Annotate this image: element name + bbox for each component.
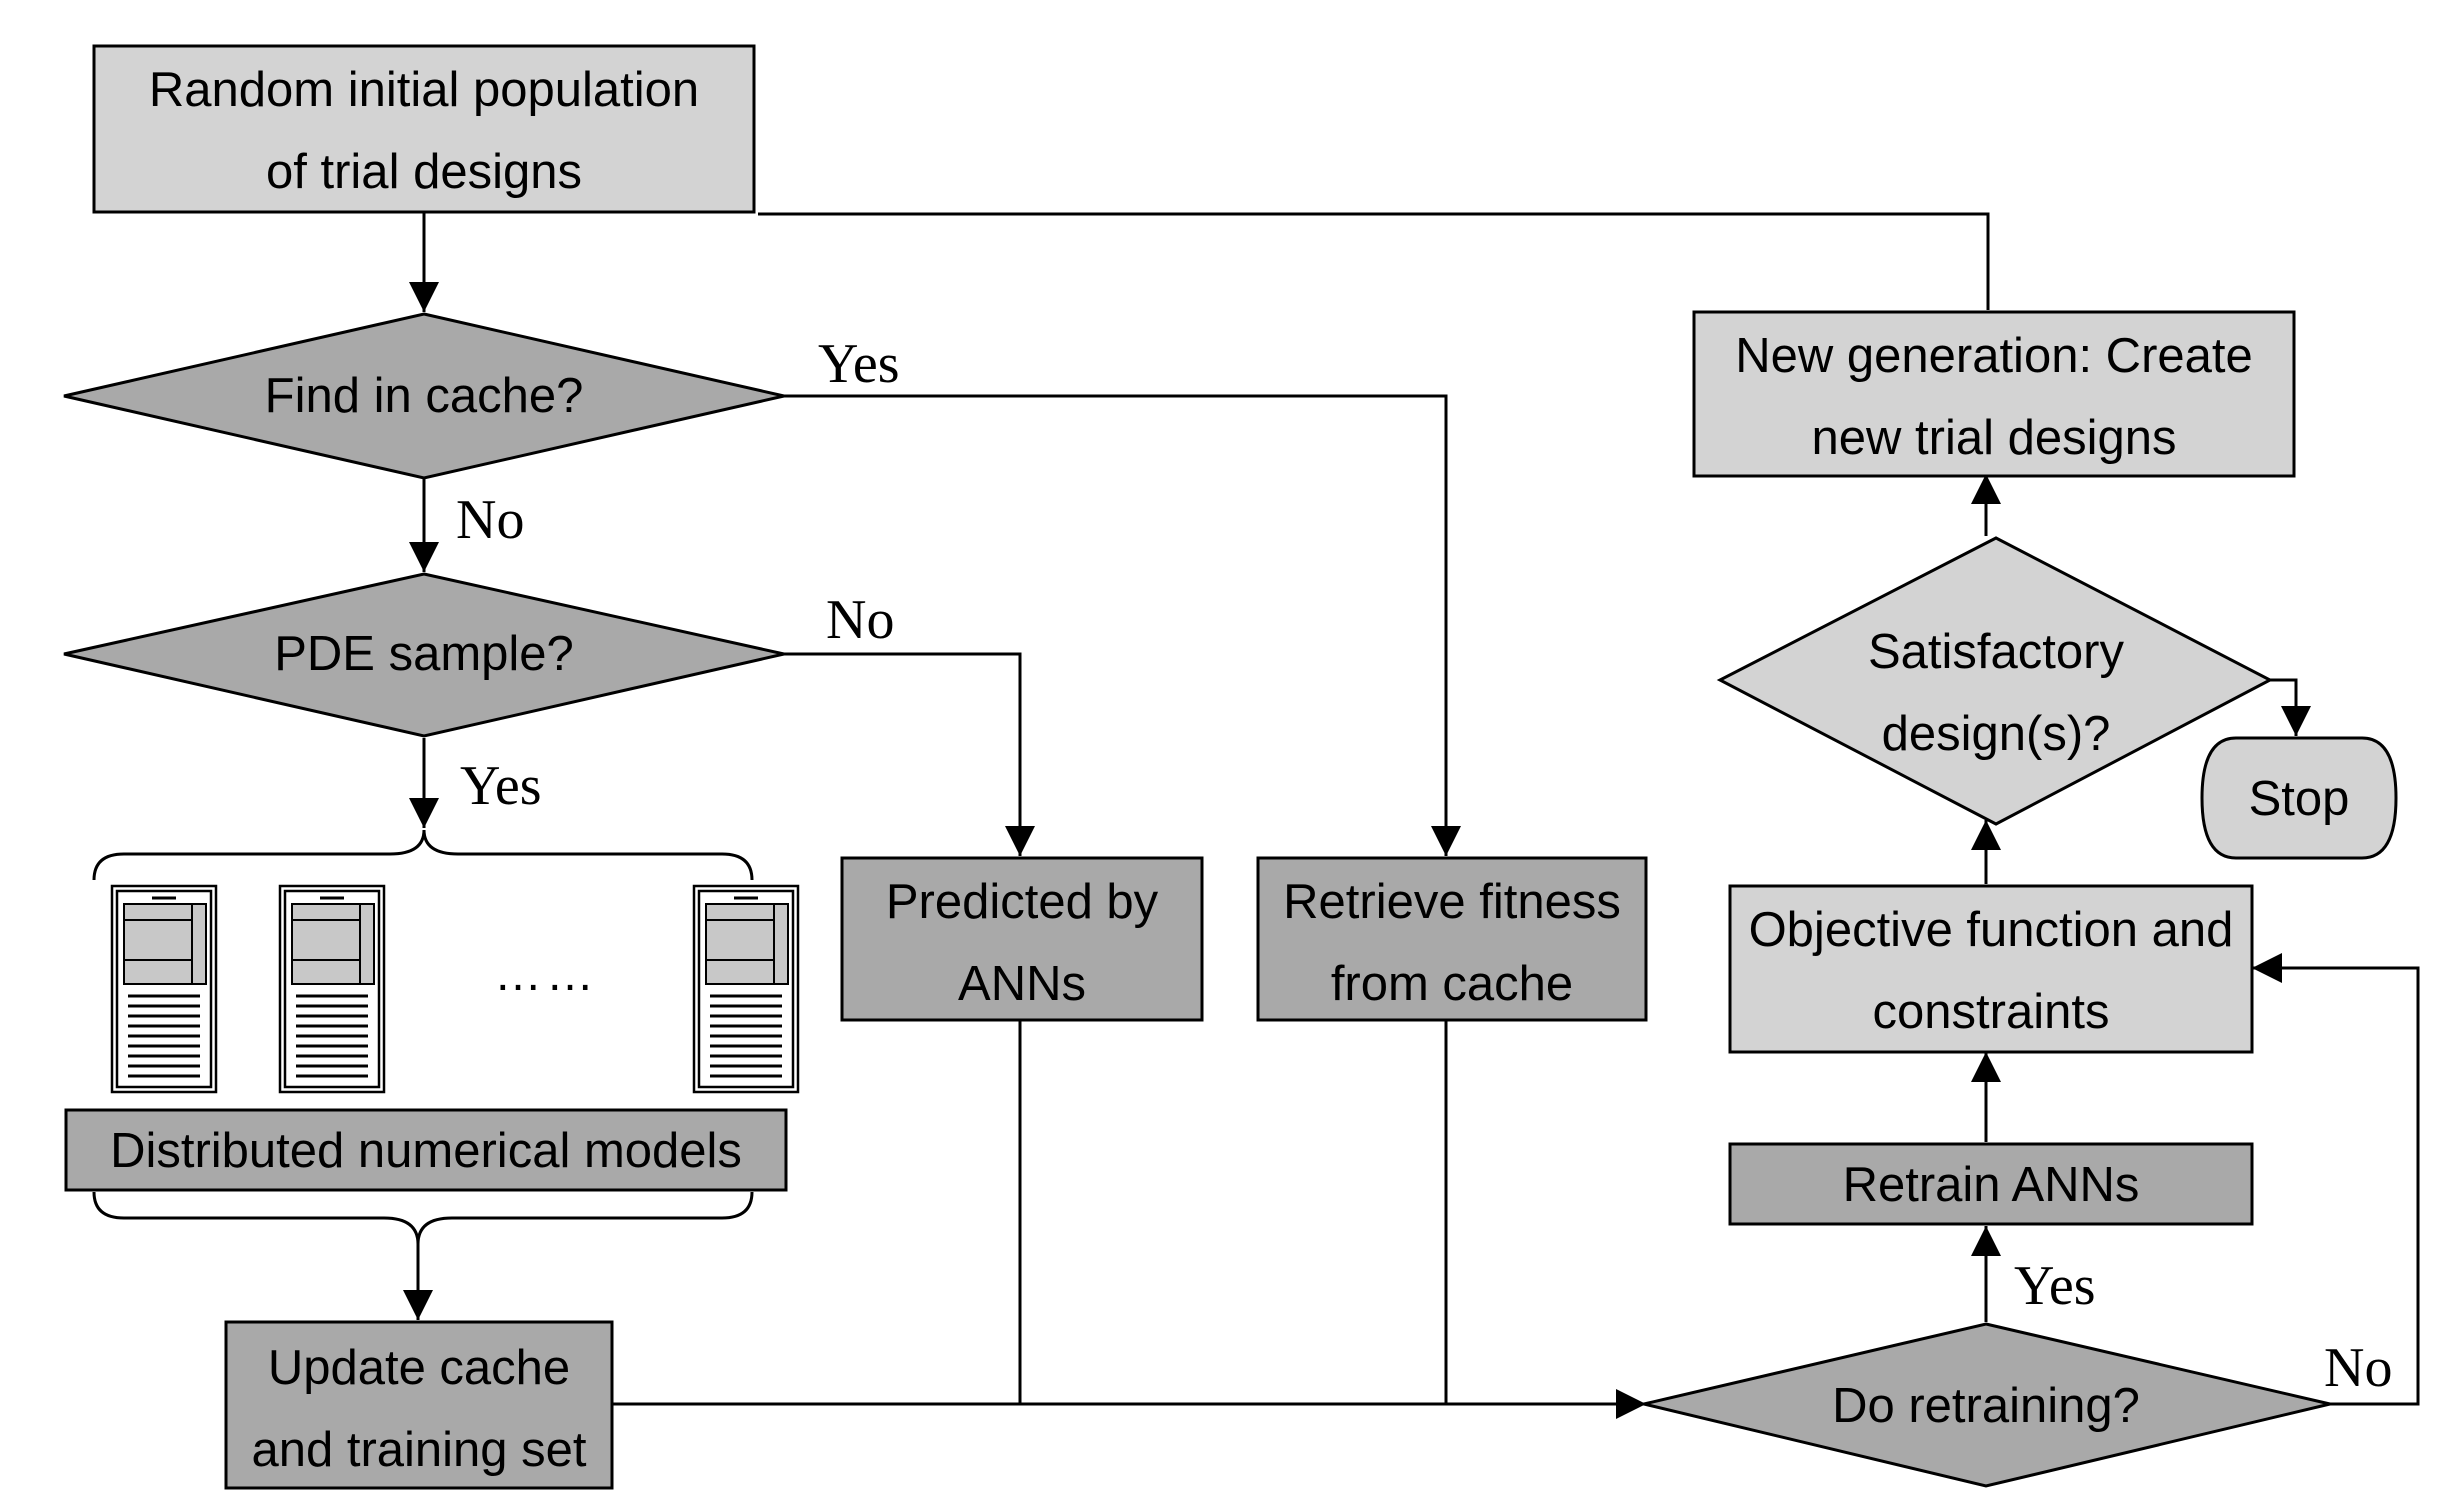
stop-text: Stop <box>2249 772 2350 826</box>
connectors <box>92 212 2420 1419</box>
edge-label-find-yes: Yes <box>818 333 899 395</box>
node-predicted-by-anns: Predicted by ANNs <box>840 856 1204 1022</box>
node-do-retraining: Do retraining? <box>1643 1322 2331 1488</box>
server-icon <box>278 884 386 1094</box>
node-distributed-models: Distributed numerical models <box>64 1108 788 1192</box>
do-retraining-text: Do retraining? <box>1832 1379 2140 1433</box>
update-cache-line1: Update cache <box>268 1341 570 1395</box>
edge-label-retrain-yes: Yes <box>2014 1255 2095 1317</box>
initial-line2: of trial designs <box>266 145 582 199</box>
find-cache-text: Find in cache? <box>265 369 584 423</box>
retrieve-line1: Retrieve fitness <box>1283 875 1621 929</box>
node-retrieve-fitness: Retrieve fitness from cache <box>1256 856 1648 1022</box>
edge-label-find-no: No <box>456 489 524 551</box>
node-new-generation: New generation: Create new trial designs <box>1692 310 2296 478</box>
node-retrain-anns: Retrain ANNs <box>1728 1142 2254 1226</box>
node-initial-population: Random initial population of trial desig… <box>92 44 756 214</box>
server-icon <box>692 884 800 1094</box>
new-generation-line1: New generation: Create <box>1735 329 2253 383</box>
servers-group: …… <box>110 884 800 1094</box>
distributed-text: Distributed numerical models <box>110 1124 742 1178</box>
node-objective: Objective function and constraints <box>1728 884 2254 1054</box>
predicted-line2: ANNs <box>958 957 1086 1011</box>
retrain-text: Retrain ANNs <box>1843 1158 2140 1212</box>
node-satisfactory: Satisfactory design(s)? <box>1716 536 2274 826</box>
brace-top <box>92 829 754 881</box>
node-find-in-cache: Find in cache? <box>63 312 785 480</box>
node-update-cache: Update cache and training set <box>224 1320 614 1490</box>
predicted-line1: Predicted by <box>886 875 1159 929</box>
node-stop: Stop <box>2200 736 2398 860</box>
servers-ellipsis: …… <box>494 948 598 1001</box>
edge-find-yes-to-retrieve <box>784 394 1461 856</box>
update-cache-line2: and training set <box>251 1423 586 1477</box>
initial-line1: Random initial population <box>149 63 699 117</box>
edge-newgen-to-initial <box>758 212 1990 310</box>
retrieve-line2: from cache <box>1331 957 1573 1011</box>
server-icon <box>110 884 218 1094</box>
objective-line2: constraints <box>1873 985 2110 1039</box>
edge-label-retrain-no: No <box>2324 1337 2392 1399</box>
edge-label-pde-yes: Yes <box>460 755 541 817</box>
satisfactory-line1: Satisfactory <box>1868 625 2124 679</box>
edge-retraining-no <box>2252 953 2420 1406</box>
edge-satisfactory-to-stop <box>2262 678 2311 736</box>
brace-bottom <box>92 1191 754 1245</box>
new-generation-line2: new trial designs <box>1812 411 2177 465</box>
edge-pde-no-to-predicted <box>784 652 1035 856</box>
edge-label-pde-no: No <box>826 589 894 651</box>
node-pde-sample: PDE sample? <box>63 572 785 738</box>
objective-line1: Objective function and <box>1749 903 2234 957</box>
pde-sample-text: PDE sample? <box>274 627 574 681</box>
satisfactory-line2: design(s)? <box>1882 707 2111 761</box>
